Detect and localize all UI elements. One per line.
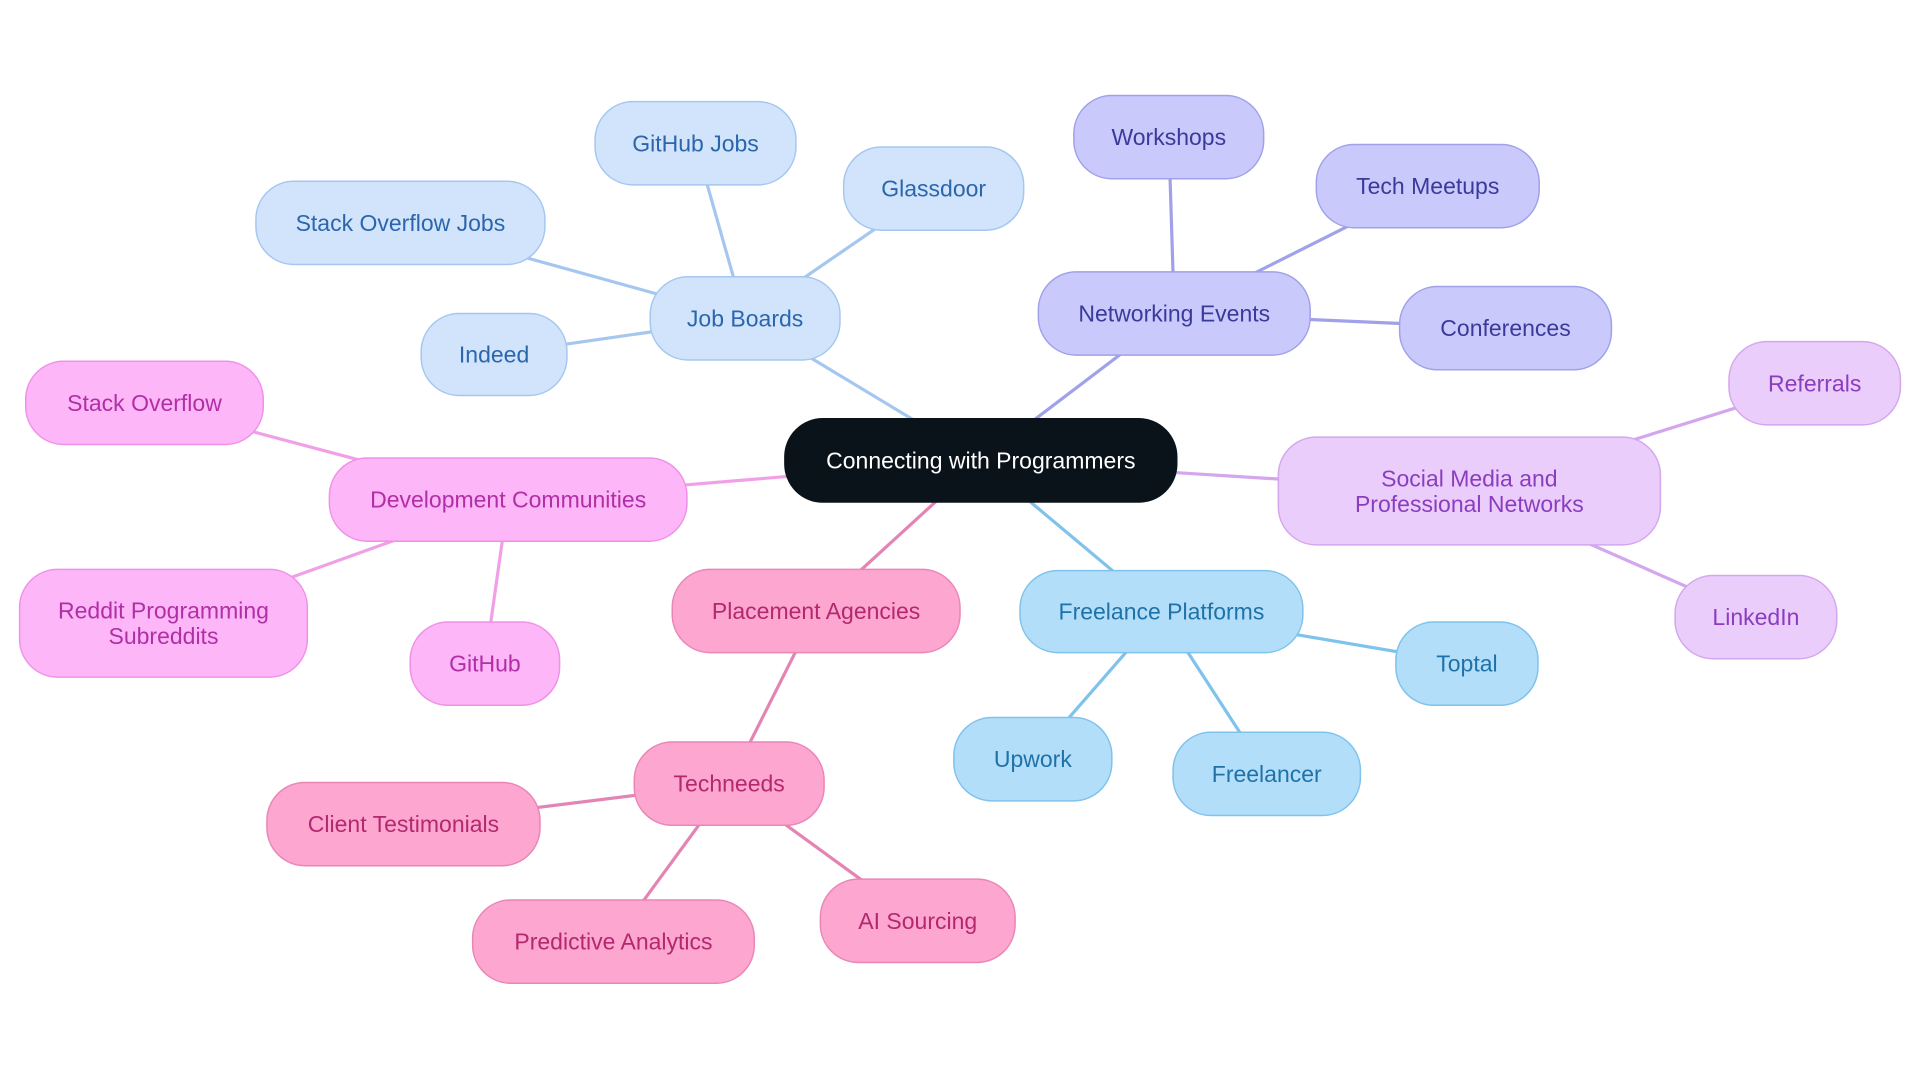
node-social-media-label-line-1: Social Media and [1381, 465, 1557, 491]
node-glassdoor[interactable]: Glassdoor [842, 146, 1025, 231]
node-predictive-analytics-label: Predictive Analytics [514, 929, 712, 955]
node-linkedin-label: LinkedIn [1712, 604, 1799, 630]
node-freelance-platforms[interactable]: Freelance Platforms [1019, 569, 1304, 654]
node-social-media-label-line-2: Professional Networks [1355, 491, 1584, 517]
node-networking-events-label: Networking Events [1078, 300, 1270, 326]
node-upwork-box [953, 716, 1113, 802]
node-placement-agencies[interactable]: Placement Agencies [671, 568, 961, 654]
node-workshops-label: Workshops [1111, 124, 1226, 150]
node-github-jobs-box [594, 100, 797, 186]
node-client-testimonials-label: Client Testimonials [308, 811, 499, 837]
node-stack-overflow[interactable]: Stack Overflow [24, 360, 265, 446]
node-predictive-analytics[interactable]: Predictive Analytics [471, 899, 756, 985]
node-job-boards[interactable]: Job Boards [649, 275, 841, 361]
node-github-label: GitHub [449, 651, 521, 677]
node-social-media-box [1277, 436, 1662, 546]
node-dev-communities-box [328, 457, 688, 542]
node-freelance-platforms-box [1019, 569, 1304, 654]
node-placement-agencies-box [671, 568, 961, 654]
node-networking-events[interactable]: Networking Events [1037, 271, 1311, 356]
node-ai-sourcing[interactable]: AI Sourcing [819, 878, 1016, 964]
node-client-testimonials-box [266, 781, 541, 867]
node-github-box [409, 621, 561, 707]
node-freelance-platforms-label: Freelance Platforms [1059, 599, 1265, 625]
node-conferences-box [1398, 285, 1613, 371]
node-techneeds-label: Techneeds [674, 771, 785, 797]
node-workshops-box [1073, 94, 1265, 180]
node-stack-overflow-label: Stack Overflow [67, 390, 222, 416]
node-stack-overflow-jobs[interactable]: Stack Overflow Jobs [255, 180, 546, 266]
node-toptal-box [1395, 621, 1539, 707]
node-tech-meetups-label: Tech Meetups [1356, 173, 1499, 199]
node-linkedin-box [1674, 574, 1838, 660]
node-root-label: Connecting with Programmers [826, 447, 1135, 473]
node-indeed-box [420, 312, 568, 397]
node-conferences[interactable]: Conferences [1398, 285, 1613, 371]
node-linkedin[interactable]: LinkedIn [1674, 574, 1838, 660]
node-job-boards-label: Job Boards [687, 305, 803, 331]
node-placement-agencies-label: Placement Agencies [712, 598, 920, 624]
node-github-jobs-label: GitHub Jobs [632, 130, 759, 156]
node-upwork[interactable]: Upwork [953, 716, 1113, 802]
node-tech-meetups-box [1315, 143, 1540, 229]
node-glassdoor-box [842, 146, 1025, 231]
node-freelancer-label: Freelancer [1212, 761, 1322, 787]
node-referrals-box [1728, 340, 1902, 426]
node-networking-events-box [1037, 271, 1311, 356]
node-toptal[interactable]: Toptal [1395, 621, 1539, 707]
node-conferences-label: Conferences [1440, 315, 1570, 341]
node-workshops[interactable]: Workshops [1073, 94, 1265, 180]
node-indeed[interactable]: Indeed [420, 312, 568, 397]
node-dev-communities[interactable]: Development Communities [328, 457, 688, 542]
node-stack-overflow-box [24, 360, 265, 446]
node-job-boards-box [649, 275, 841, 361]
node-referrals-label: Referrals [1768, 370, 1861, 396]
node-reddit-label-line-1: Reddit Programming [58, 598, 269, 624]
node-indeed-label: Indeed [459, 341, 529, 367]
node-root-box [784, 418, 1178, 503]
node-stack-overflow-jobs-box [255, 180, 546, 266]
node-stack-overflow-jobs-label: Stack Overflow Jobs [296, 210, 506, 236]
node-root[interactable]: Connecting with Programmers [784, 418, 1178, 503]
node-techneeds-box [633, 741, 825, 827]
node-freelancer[interactable]: Freelancer [1172, 731, 1362, 817]
node-upwork-label: Upwork [994, 746, 1072, 772]
node-client-testimonials[interactable]: Client Testimonials [266, 781, 541, 867]
node-toptal-label: Toptal [1436, 651, 1497, 677]
node-glassdoor-label: Glassdoor [881, 176, 986, 202]
node-techneeds[interactable]: Techneeds [633, 741, 825, 827]
node-tech-meetups[interactable]: Tech Meetups [1315, 143, 1540, 229]
node-reddit-box [18, 568, 309, 678]
node-github-jobs[interactable]: GitHub Jobs [594, 100, 797, 186]
node-dev-communities-label: Development Communities [370, 487, 646, 513]
node-reddit-label-line-2: Subreddits [108, 623, 218, 649]
node-ai-sourcing-label: AI Sourcing [858, 908, 977, 934]
node-github[interactable]: GitHub [409, 621, 561, 707]
node-referrals[interactable]: Referrals [1728, 340, 1902, 426]
node-ai-sourcing-box [819, 878, 1016, 964]
node-freelancer-box [1172, 731, 1362, 817]
node-predictive-analytics-box [471, 899, 756, 985]
